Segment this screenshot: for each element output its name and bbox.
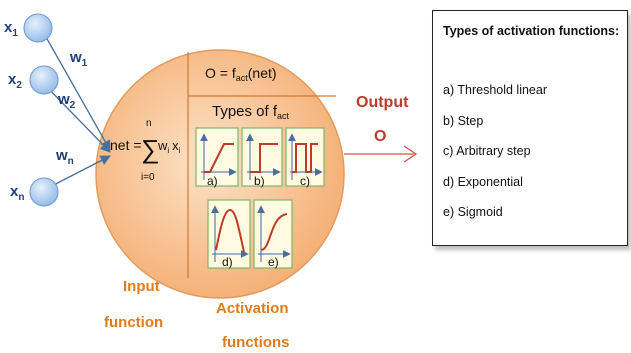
activation-tile-c-label: c) bbox=[300, 174, 310, 188]
types-heading: Types of fact bbox=[212, 103, 290, 121]
input-node-x2 bbox=[29, 65, 59, 95]
connection-x2 bbox=[43, 83, 111, 153]
output-formula: O = fact(net) bbox=[205, 65, 277, 83]
activation-types-panel: Types of activation functions: a) Thresh… bbox=[432, 10, 628, 246]
list-item: d) Exponential bbox=[443, 174, 523, 189]
list-item: e) Sigmoid bbox=[443, 205, 503, 219]
activation-functions-label-line2: functions bbox=[222, 334, 290, 351]
activation-tile-b: b) bbox=[241, 127, 283, 188]
input-node-xn bbox=[29, 177, 59, 207]
activation-types-list: a) Threshold linear b) Step c) Arbitrary… bbox=[443, 83, 547, 236]
net-formula-sigma: ∑ bbox=[141, 134, 160, 164]
activation-tile-a-label: a) bbox=[207, 174, 218, 188]
input-node-x1 bbox=[23, 13, 53, 43]
weight-label-w2: w2 bbox=[57, 91, 76, 111]
input-function-label-line2: function bbox=[104, 314, 163, 331]
net-formula-upper: n bbox=[146, 118, 152, 129]
activation-tile-d: d) bbox=[207, 199, 251, 269]
list-item: a) Threshold linear bbox=[443, 83, 547, 97]
panel-title: Types of activation functions: bbox=[443, 24, 620, 38]
activation-tile-c: c) bbox=[285, 127, 325, 188]
weight-label-wn: wn bbox=[55, 147, 74, 167]
output-arrow bbox=[344, 145, 418, 163]
input-function-label-line1: Input bbox=[123, 278, 160, 295]
weight-label-w1: w1 bbox=[69, 49, 88, 69]
net-formula-lower: i=0 bbox=[141, 172, 155, 183]
activation-tile-e: e) bbox=[253, 199, 293, 269]
activation-tile-a: a) bbox=[195, 127, 239, 188]
input-label-xn: xn bbox=[10, 183, 24, 203]
activation-tile-b-label: b) bbox=[254, 174, 265, 188]
activation-tile-d-label: d) bbox=[222, 255, 233, 269]
connection-x1 bbox=[41, 29, 111, 151]
output-symbol: O bbox=[374, 128, 386, 145]
list-item: b) Step bbox=[443, 113, 484, 128]
activation-functions-label-line1: Activation bbox=[216, 300, 289, 317]
input-label-x1: x1 bbox=[4, 19, 18, 39]
activation-tile-e-label: e) bbox=[268, 255, 279, 269]
net-formula-lhs: net = bbox=[110, 137, 142, 153]
output-label: Output bbox=[356, 94, 409, 111]
list-item: c) Arbitrary step bbox=[443, 144, 531, 158]
input-label-x2: x2 bbox=[8, 71, 22, 91]
